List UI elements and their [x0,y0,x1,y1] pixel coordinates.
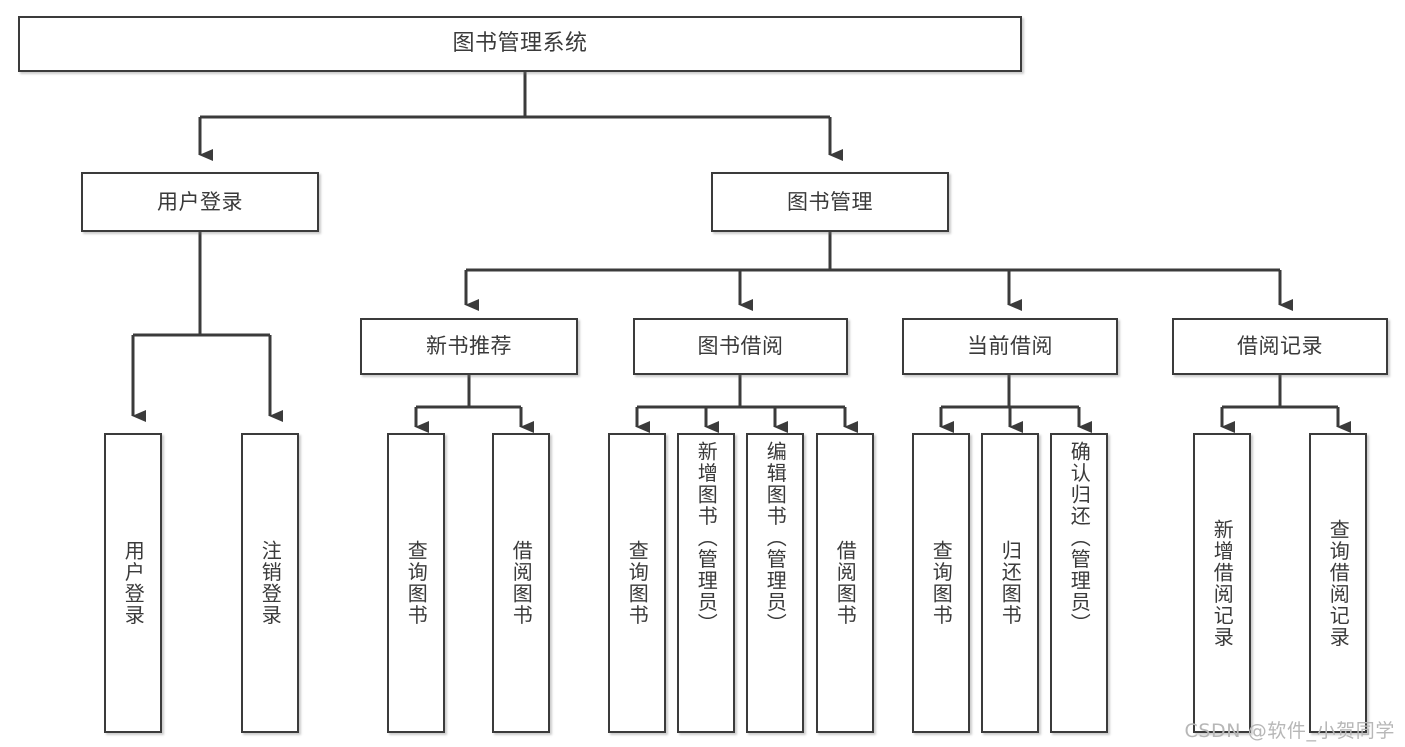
node-label: 归还图书 [998,540,1023,626]
node-label: 编辑图书（管理员） [763,441,788,635]
node-label: 借阅记录 [1237,334,1323,359]
node-label: 注销登录 [258,540,283,626]
leaf-confirm-return-admin[interactable]: 确认归还（管理员） [1050,433,1108,733]
node-current-borrow[interactable]: 当前借阅 [902,318,1118,375]
leaf-query-book-recommend[interactable]: 查询图书 [387,433,445,733]
node-label: 用户登录 [121,540,146,626]
node-label: 新增图书（管理员） [694,441,719,635]
leaf-query-borrow-record[interactable]: 查询借阅记录 [1309,433,1367,733]
node-label: 查询图书 [625,540,650,626]
node-book-borrow[interactable]: 图书借阅 [633,318,848,375]
node-label: 当前借阅 [967,334,1053,359]
node-label: 确认归还（管理员） [1067,441,1092,635]
leaf-add-borrow-record[interactable]: 新增借阅记录 [1193,433,1251,733]
node-label: 借阅图书 [833,540,858,626]
node-label: 查询图书 [929,540,954,626]
node-label: 查询图书 [404,540,429,626]
node-borrow-record[interactable]: 借阅记录 [1172,318,1388,375]
leaf-logout[interactable]: 注销登录 [241,433,299,733]
leaf-query-book-current[interactable]: 查询图书 [912,433,970,733]
node-label: 图书管理系统 [452,31,588,57]
node-label: 图书借阅 [697,334,784,359]
node-label: 查询借阅记录 [1326,518,1351,648]
leaf-borrow-book[interactable]: 借阅图书 [816,433,874,733]
leaf-return-book[interactable]: 归还图书 [981,433,1039,733]
node-new-book-recommend[interactable]: 新书推荐 [360,318,578,375]
node-label: 新书推荐 [426,334,512,359]
node-book-management[interactable]: 图书管理 [711,172,949,232]
leaf-borrow-book-recommend[interactable]: 借阅图书 [492,433,550,733]
node-user-login[interactable]: 用户登录 [81,172,319,232]
leaf-edit-book-admin[interactable]: 编辑图书（管理员） [746,433,804,733]
node-root-system[interactable]: 图书管理系统 [18,16,1022,72]
node-label: 图书管理 [787,189,873,214]
node-label: 借阅图书 [509,540,534,626]
node-label: 新增借阅记录 [1210,518,1235,648]
watermark-text: CSDN @软件_小贺同学 [1184,720,1395,742]
leaf-query-book-borrow[interactable]: 查询图书 [608,433,666,733]
leaf-user-login[interactable]: 用户登录 [104,433,162,733]
leaf-add-book-admin[interactable]: 新增图书（管理员） [677,433,735,733]
node-label: 用户登录 [157,189,243,214]
